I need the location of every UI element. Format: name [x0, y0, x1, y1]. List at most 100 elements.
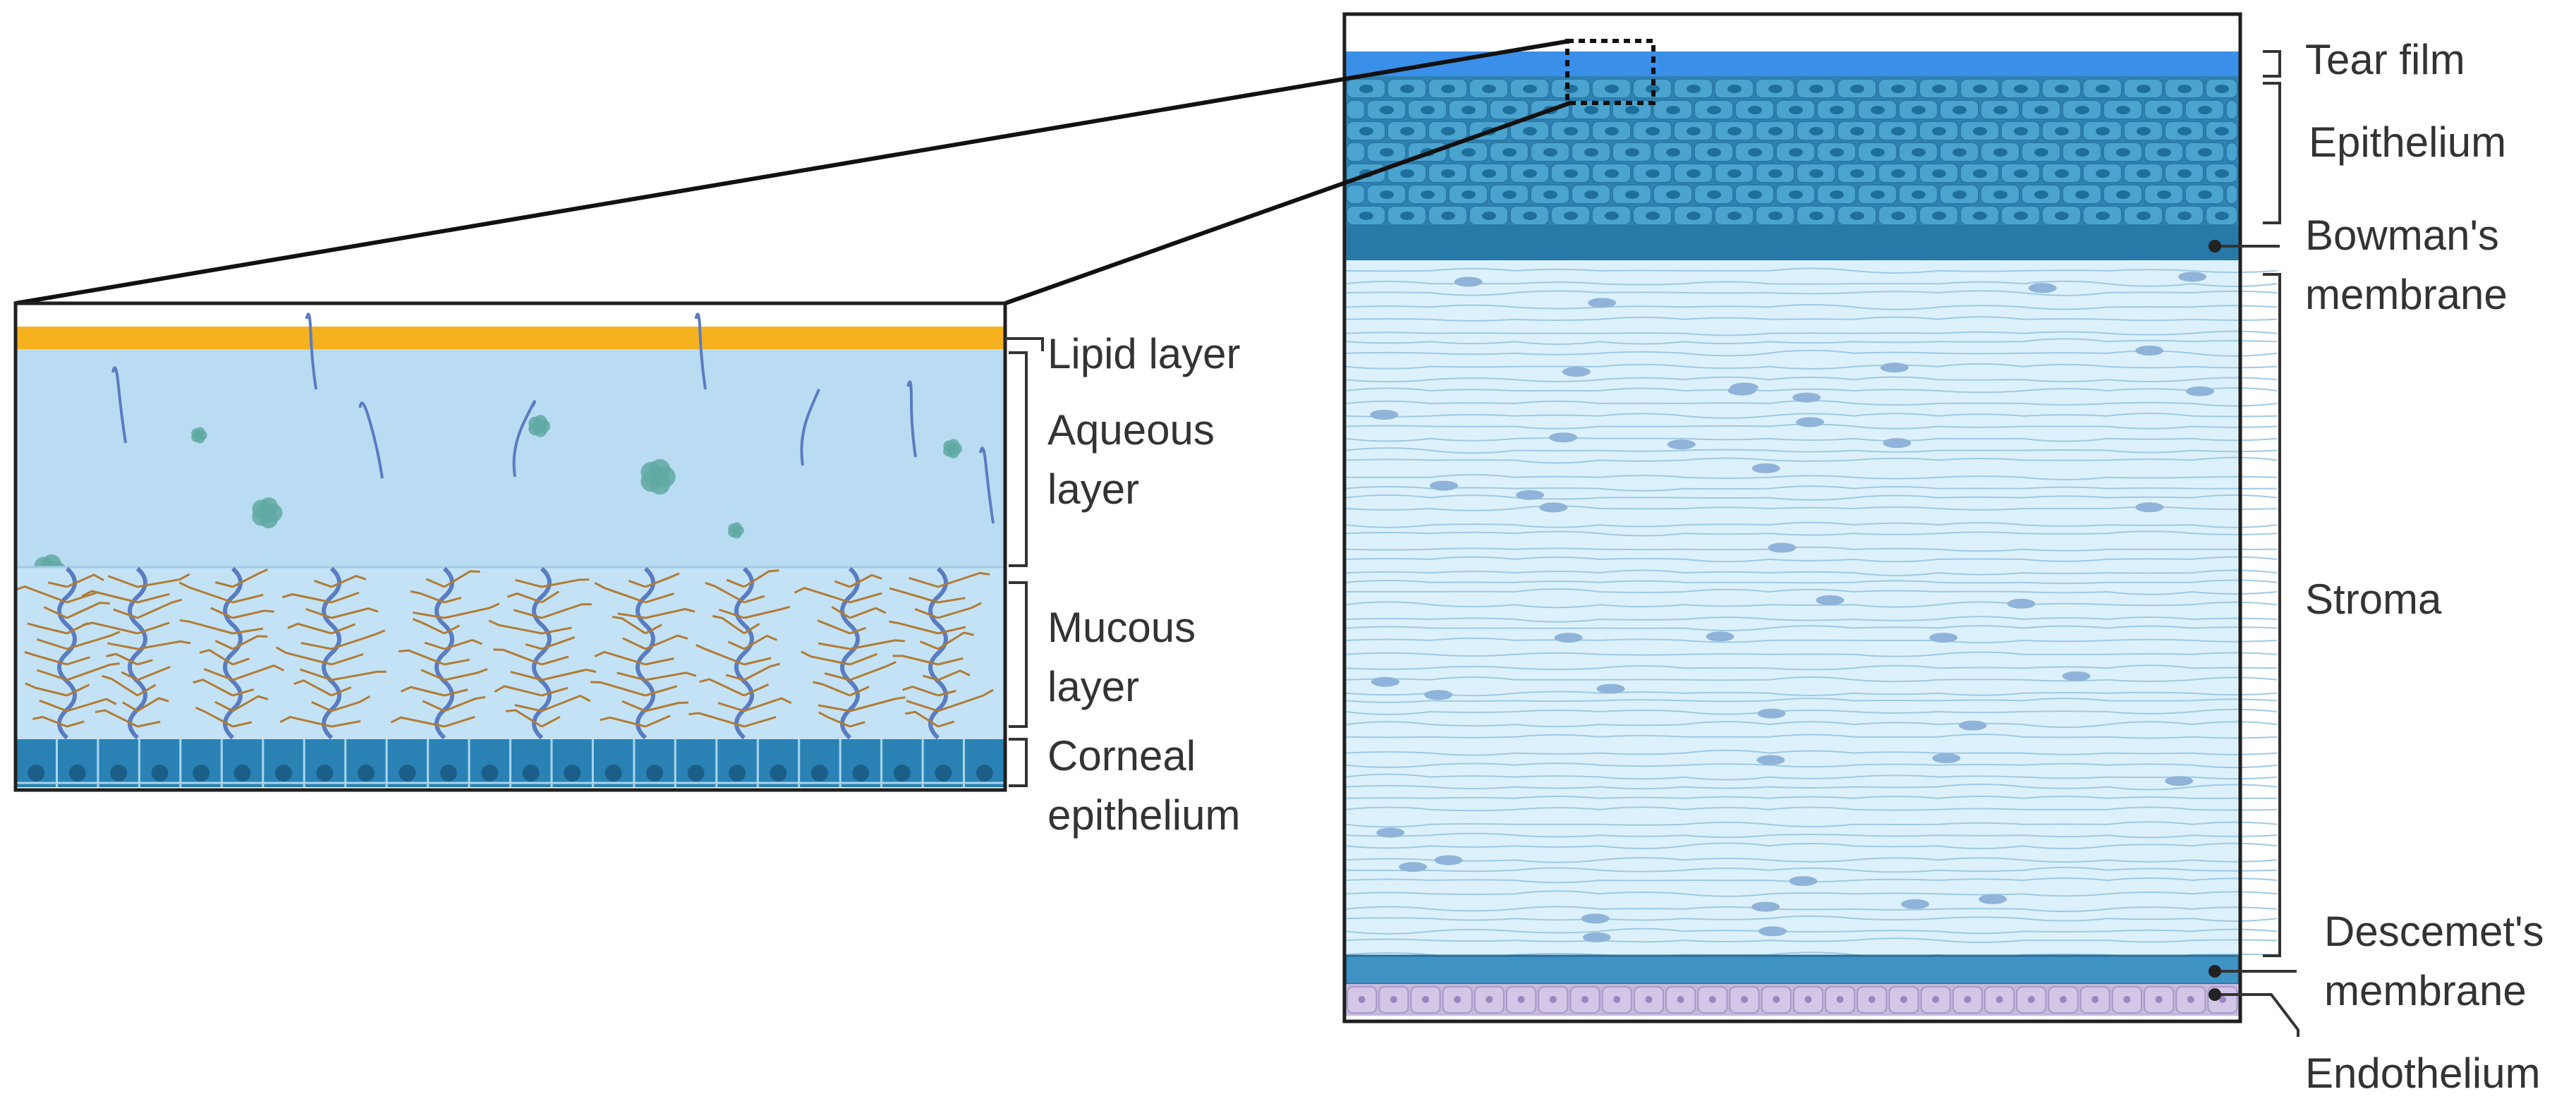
glycan-branch: [14, 585, 68, 604]
keratocyte: [2186, 386, 2214, 396]
glycan-branch: [937, 669, 971, 681]
cell-nucleus: [935, 765, 952, 782]
membrane-mucin: [840, 566, 860, 740]
glycan-branch: [232, 664, 284, 681]
cell-nucleus: [1727, 212, 1742, 220]
glycan-branch: [849, 686, 870, 697]
glycan-branch: [137, 683, 157, 697]
cell-nucleus: [2177, 127, 2192, 135]
glycan-branch: [849, 607, 887, 619]
epithelial-cell: [1346, 99, 1366, 120]
cell-nucleus: [1482, 169, 1496, 178]
glycan-branch: [849, 721, 865, 728]
cell-nucleus: [1380, 190, 1394, 199]
keratocyte: [2062, 671, 2091, 681]
keratocyte: [1816, 595, 1845, 605]
cell-nucleus: [1932, 127, 1946, 135]
cell-nucleus: [2215, 169, 2229, 178]
glycan-branch: [541, 694, 591, 712]
keratocyte: [1434, 855, 1463, 865]
keratocyte: [1539, 502, 1568, 513]
epithelial-cell: [1346, 142, 1366, 162]
cell-nucleus: [1850, 169, 1864, 178]
cell-nucleus: [604, 765, 622, 782]
glycan-branch: [107, 642, 138, 650]
glycan-branch: [412, 611, 445, 619]
cell-nucleus: [2137, 169, 2151, 178]
collagen-fiber: [1345, 494, 2278, 501]
glycan-branch: [590, 681, 646, 697]
collagen-fiber: [1345, 556, 2278, 563]
cell-nucleus: [1584, 106, 1598, 114]
cell-nucleus: [1768, 212, 1782, 220]
glycan-branch: [66, 601, 110, 619]
glycan-branch: [801, 650, 851, 666]
glycan-branch: [505, 709, 542, 728]
cell-nucleus: [1359, 85, 1373, 93]
cell-nucleus: [1605, 127, 1619, 135]
glycan-branch: [232, 568, 269, 588]
glycan-branch: [424, 641, 445, 650]
cell-nucleus: [1502, 190, 1517, 199]
cell-nucleus: [2027, 996, 2035, 1003]
glycan-branch: [743, 657, 772, 666]
cell-nucleus: [1727, 85, 1742, 93]
glycan-branch: [818, 704, 851, 712]
glycan-branch: [909, 576, 939, 588]
keratocyte: [1581, 913, 1610, 924]
keratocyte: [1376, 827, 1405, 838]
glycan-branch: [937, 597, 966, 604]
keratocyte: [1789, 876, 1818, 887]
glycan-branch: [199, 648, 233, 666]
glycan-branch: [444, 602, 500, 619]
collagen-fiber: [1345, 456, 2278, 464]
aqueous-bracket: [1009, 351, 1028, 567]
keratocyte: [1429, 480, 1458, 491]
glycan-branch: [849, 639, 906, 650]
glycan-branch: [36, 638, 68, 650]
keratocyte: [1751, 901, 1780, 912]
glycan-branch: [279, 716, 332, 728]
glycan-branch: [300, 642, 332, 650]
glycan-branch: [214, 640, 233, 650]
zoom-connector-line: [15, 39, 1571, 305]
cell-nucleus: [2014, 127, 2028, 135]
cell-nucleus: [976, 765, 993, 782]
glycan-branch: [688, 712, 745, 728]
collagen-fiber: [1345, 676, 2278, 683]
glycan-branch: [214, 581, 233, 588]
soluble-mucin: [800, 389, 820, 466]
glycan-branch: [66, 656, 90, 666]
left-labels: [1005, 337, 1044, 787]
cell-nucleus: [357, 765, 375, 782]
glycan-branch: [541, 578, 590, 588]
keratocyte: [1751, 463, 1780, 473]
glycan-branch: [525, 643, 542, 650]
glycan-branch: [541, 626, 572, 635]
cell-nucleus: [1741, 996, 1748, 1003]
cell-nucleus: [1707, 148, 1721, 157]
glycan-branch: [137, 621, 170, 635]
enlargement-frame: [13, 301, 1007, 792]
cell-nucleus: [1462, 106, 1476, 114]
collagen-fiber: [1345, 330, 2278, 336]
cell-nucleus: [193, 765, 210, 782]
cell-nucleus: [2177, 169, 2192, 178]
glycan-branch: [331, 686, 352, 697]
cell-nucleus: [1400, 85, 1414, 93]
cell-nucleus: [1809, 212, 1823, 220]
glycan-branch: [645, 657, 674, 666]
glycan-branch: [645, 634, 688, 650]
descemet-membrane-band: [1344, 954, 2240, 985]
glycan-branch: [645, 685, 678, 697]
cell-nucleus: [1932, 85, 1946, 93]
cell-nucleus: [1502, 106, 1517, 114]
glycan-branch: [37, 669, 68, 681]
glycan-branch: [32, 715, 68, 728]
glycan-branch: [937, 626, 966, 635]
cell-nucleus: [481, 765, 499, 782]
cell-nucleus: [1400, 212, 1414, 220]
keratocyte: [1370, 410, 1399, 420]
stroma-label: Stroma: [2305, 576, 2442, 623]
cell-nucleus: [1564, 212, 1578, 220]
